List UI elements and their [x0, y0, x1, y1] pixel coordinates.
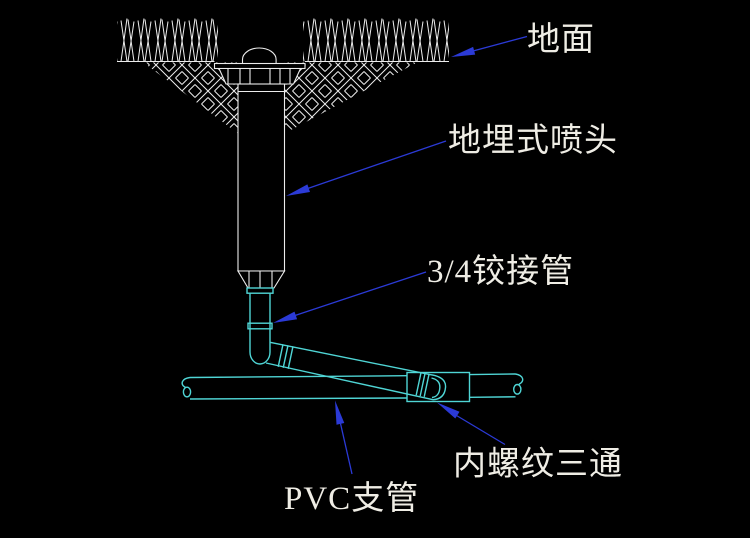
pipe-bottom-right: [469, 396, 516, 398]
tee-fitting: [406, 371, 471, 403]
pipe-top-left: [189, 375, 408, 379]
leader-lines: [273, 35, 528, 475]
label-sprinkler: 地埋式喷头: [448, 122, 618, 159]
riser-coupling: [247, 322, 273, 330]
swing-pipe-bottom: [265, 362, 434, 401]
flange-segment-lines: [227, 68, 291, 84]
pipe-break-right-loop: [513, 383, 522, 395]
pipe-end-cap-inner: [431, 377, 441, 399]
label-swing-pipe: 3/4铰接管: [427, 253, 574, 290]
sprinkler-body: [237, 83, 286, 272]
sprinkler-flange-bar: [213, 62, 306, 70]
sprinkler-nozzle: [237, 270, 286, 289]
soil-hatch: [143, 62, 417, 134]
arrowhead-branch-pipe: [335, 400, 345, 425]
nozzle-segment-lines: [248, 271, 273, 288]
pipe-top-right: [469, 373, 516, 376]
thread-band-tee: [415, 372, 430, 397]
label-ground: 地面: [527, 21, 595, 58]
sprinkler-head: [213, 47, 306, 289]
arrowhead-swing-pipe: [273, 311, 298, 323]
pipe-end-cap-outer: [429, 373, 447, 401]
grass-left: [117, 15, 218, 62]
label-tee: 内螺纹三通: [453, 446, 623, 483]
leader-tee: [437, 402, 506, 446]
label-branch-pipe: PVC支管: [284, 480, 419, 517]
sprinkler-dome: [241, 47, 277, 65]
riser-elbow: [249, 293, 271, 365]
swing-pipe-top: [269, 341, 431, 376]
grass-right: [303, 15, 449, 62]
leader-branch-pipe: [335, 400, 353, 475]
leader-ground: [451, 35, 528, 57]
arrowhead-tee: [437, 402, 460, 419]
leader-sprinkler: [286, 140, 447, 196]
pipe-break-left: [181, 376, 191, 389]
thread-band-elbow: [277, 344, 294, 369]
pipe-bottom-left: [189, 397, 408, 400]
leader-swing-pipe: [273, 271, 427, 323]
swing-joint-assembly: [246, 287, 447, 401]
ground-surface: [117, 15, 449, 63]
pipe-break-left-loop: [182, 386, 192, 398]
pipe-break-right: [515, 373, 524, 385]
tee-body: [406, 371, 471, 403]
arrowhead-ground: [451, 46, 476, 57]
pvc-branch-pipe: [181, 373, 524, 400]
soil-hatch-left: [143, 62, 238, 134]
riser-adapter: [246, 287, 274, 294]
arrowhead-sprinkler: [286, 184, 310, 196]
labels: 地面 地埋式喷头 3/4铰接管 内螺纹三通 PVC支管: [284, 21, 623, 517]
soil-hatch-right: [284, 62, 417, 134]
sprinkler-flange: [218, 67, 302, 85]
